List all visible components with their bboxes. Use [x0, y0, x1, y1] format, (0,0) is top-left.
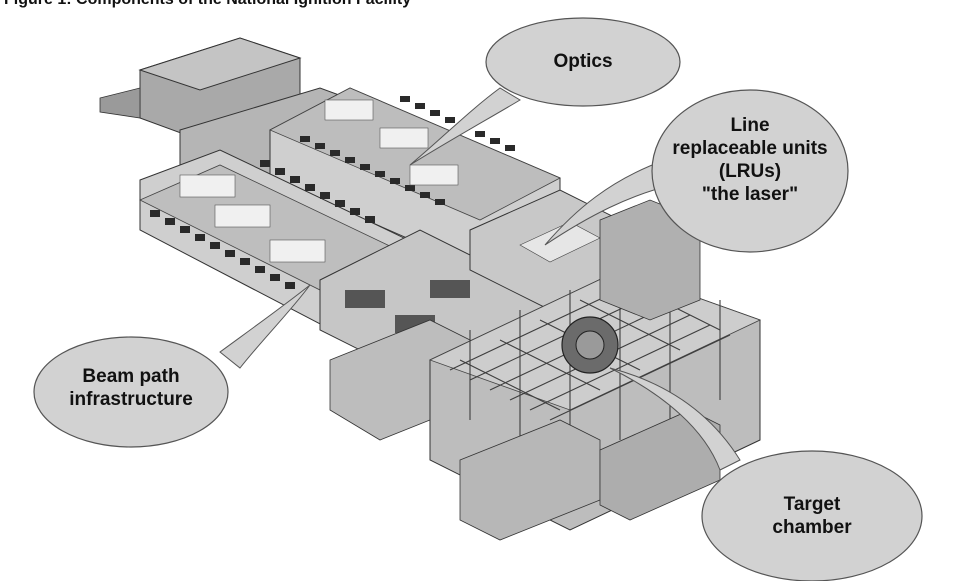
figure-caption-text: Figure 1: Components of the National Ign…	[4, 0, 411, 9]
figure-caption: Figure 1: Components of the National Ign…	[0, 0, 974, 14]
lru-label-line-2: replaceable units	[672, 138, 828, 159]
lru-label-line-1: Line	[730, 115, 770, 136]
optics-oval	[485, 17, 681, 107]
target-area	[428, 199, 762, 541]
lru-bay	[469, 189, 641, 311]
callout-ovals	[33, 17, 923, 581]
beam-path-callout: Beam path infrastructure	[46, 348, 216, 428]
target-chamber-oval	[701, 450, 923, 581]
lru-callout: Line replaceable units (LRUs) "the laser…	[660, 100, 840, 220]
lru-oval	[651, 89, 849, 253]
optics-label: Optics	[553, 50, 613, 72]
lru-label-line-4: "the laser"	[701, 184, 799, 205]
target-chamber-label-line-2: chamber	[772, 517, 852, 538]
callout-pointers	[219, 87, 741, 471]
beam-path-label-line-2: infrastructure	[69, 389, 193, 410]
beam-path-oval	[33, 336, 229, 448]
target-chamber-label-line-1: Target	[783, 494, 841, 515]
target-chamber-callout: Target chamber	[722, 478, 902, 554]
lru-label-line-3: (LRUs)	[718, 161, 782, 182]
optics-callout: Optics	[498, 28, 668, 94]
facility-illustration	[0, 14, 974, 581]
beam-path-label-line-1: Beam path	[82, 366, 180, 387]
